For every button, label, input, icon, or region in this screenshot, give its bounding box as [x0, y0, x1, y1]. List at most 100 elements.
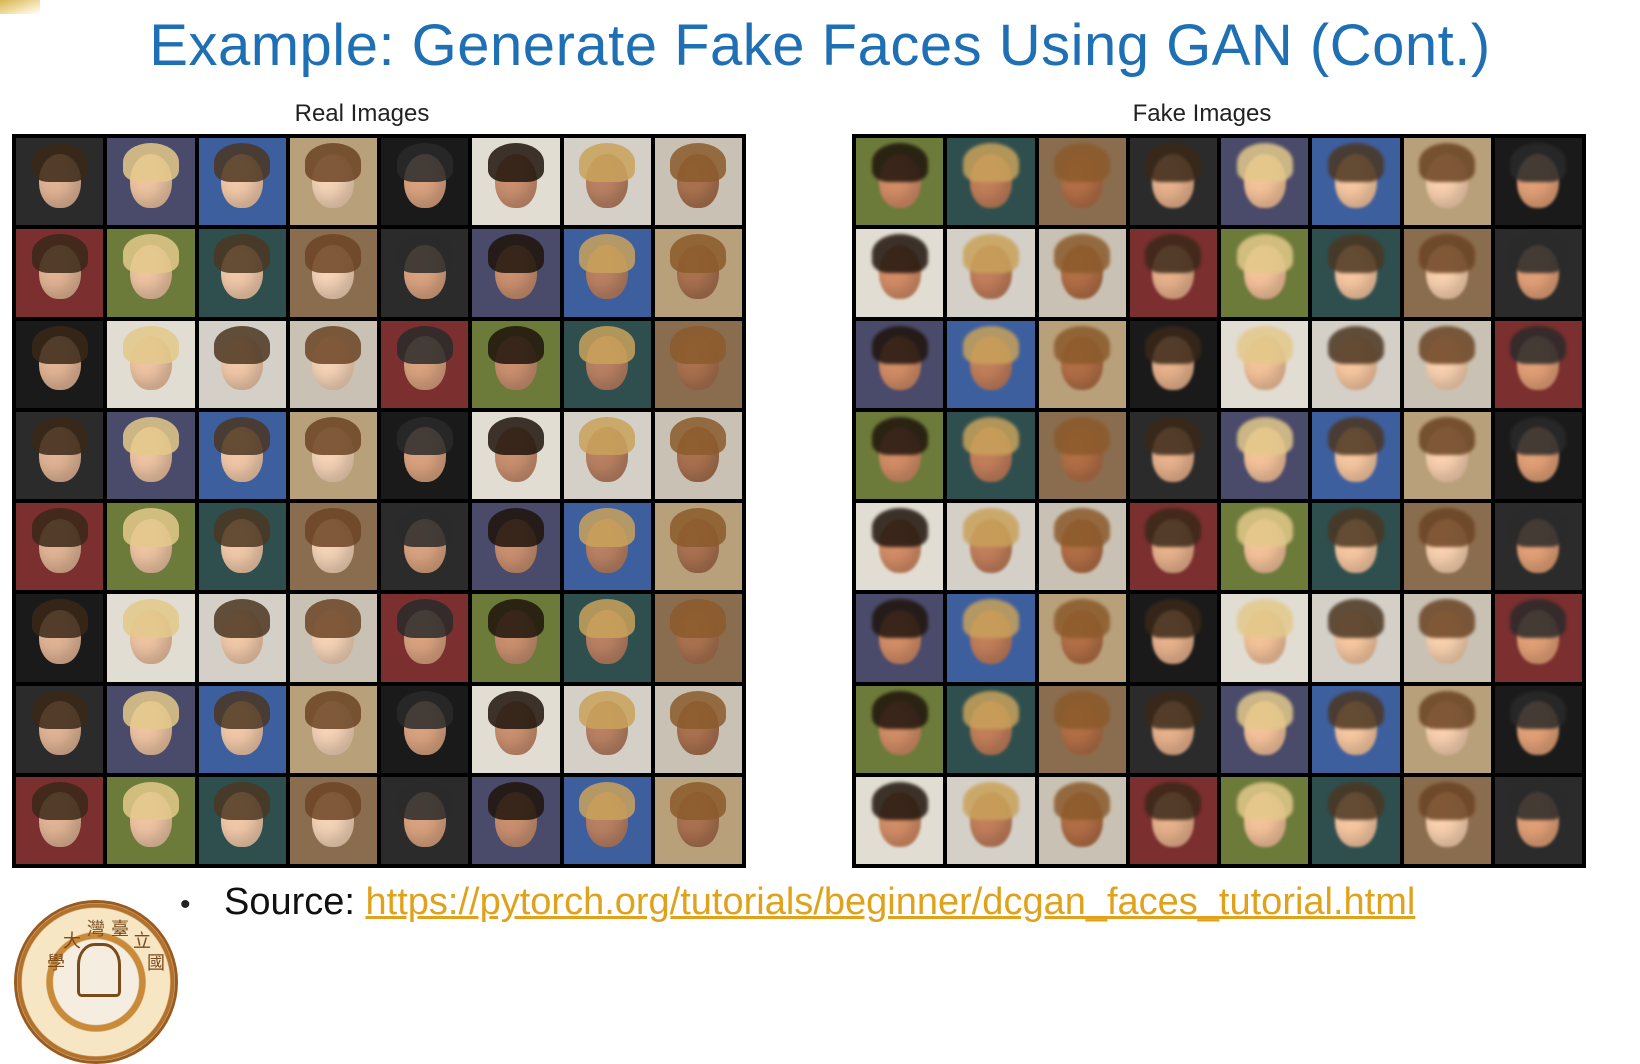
source-label: Source: — [224, 881, 355, 923]
face-thumbnail — [1312, 229, 1400, 317]
face-thumbnail — [1494, 594, 1582, 682]
seal-glyph: 大 — [63, 931, 81, 952]
face-thumbnail — [1403, 685, 1491, 773]
face-thumbnail — [289, 229, 377, 317]
face-thumbnail — [381, 594, 469, 682]
face-thumbnail — [1129, 411, 1217, 499]
face-thumbnail — [856, 685, 944, 773]
face-thumbnail — [654, 320, 742, 408]
face-thumbnail — [1221, 138, 1309, 226]
face-thumbnail — [107, 411, 195, 499]
face-thumbnail — [1494, 776, 1582, 864]
face-thumbnail — [289, 138, 377, 226]
face-thumbnail — [1403, 503, 1491, 591]
face-thumbnail — [16, 594, 104, 682]
face-thumbnail — [1312, 776, 1400, 864]
face-thumbnail — [472, 503, 560, 591]
face-thumbnail — [856, 411, 944, 499]
face-thumbnail — [381, 411, 469, 499]
face-thumbnail — [1038, 776, 1126, 864]
corner-accent — [0, 0, 40, 14]
face-thumbnail — [563, 776, 651, 864]
face-thumbnail — [1038, 138, 1126, 226]
face-thumbnail — [198, 411, 286, 499]
fake-images-grid — [852, 134, 1586, 868]
face-thumbnail — [381, 320, 469, 408]
real-images-title: Real Images — [294, 100, 430, 127]
slide-title: Example: Generate Fake Faces Using GAN (… — [149, 13, 1491, 78]
face-thumbnail — [381, 503, 469, 591]
face-thumbnail — [107, 229, 195, 317]
fake-images-title: Fake Images — [1132, 100, 1272, 127]
face-thumbnail — [381, 685, 469, 773]
face-thumbnail — [16, 138, 104, 226]
face-thumbnail — [947, 503, 1035, 591]
face-thumbnail — [107, 594, 195, 682]
face-thumbnail — [1221, 776, 1309, 864]
face-thumbnail — [856, 138, 944, 226]
face-thumbnail — [947, 411, 1035, 499]
face-thumbnail — [1312, 685, 1400, 773]
face-thumbnail — [1221, 320, 1309, 408]
face-thumbnail — [472, 320, 560, 408]
face-thumbnail — [472, 685, 560, 773]
face-thumbnail — [563, 320, 651, 408]
face-thumbnail — [1312, 594, 1400, 682]
face-thumbnail — [1129, 138, 1217, 226]
face-thumbnail — [654, 138, 742, 226]
face-thumbnail — [472, 594, 560, 682]
face-thumbnail — [472, 229, 560, 317]
face-thumbnail — [1403, 320, 1491, 408]
face-thumbnail — [1038, 503, 1126, 591]
seal-glyph: 國 — [147, 953, 165, 974]
face-thumbnail — [1494, 138, 1582, 226]
face-thumbnail — [1129, 229, 1217, 317]
face-thumbnail — [1403, 594, 1491, 682]
face-thumbnail — [289, 503, 377, 591]
face-thumbnail — [472, 776, 560, 864]
face-thumbnail — [16, 229, 104, 317]
face-thumbnail — [472, 138, 560, 226]
face-thumbnail — [1221, 229, 1309, 317]
face-thumbnail — [1494, 411, 1582, 499]
face-thumbnail — [289, 685, 377, 773]
face-thumbnail — [1038, 594, 1126, 682]
face-thumbnail — [1494, 229, 1582, 317]
face-thumbnail — [107, 776, 195, 864]
face-thumbnail — [1312, 138, 1400, 226]
face-thumbnail — [947, 594, 1035, 682]
face-thumbnail — [1312, 411, 1400, 499]
face-thumbnail — [1129, 594, 1217, 682]
face-thumbnail — [654, 411, 742, 499]
face-thumbnail — [289, 411, 377, 499]
seal-glyph: 臺 — [111, 919, 129, 940]
face-thumbnail — [472, 411, 560, 499]
face-thumbnail — [381, 776, 469, 864]
face-thumbnail — [654, 503, 742, 591]
face-thumbnail — [107, 503, 195, 591]
face-thumbnail — [107, 138, 195, 226]
face-thumbnail — [289, 594, 377, 682]
face-thumbnail — [1038, 229, 1126, 317]
face-thumbnail — [1129, 503, 1217, 591]
face-thumbnail — [654, 229, 742, 317]
face-thumbnail — [1494, 503, 1582, 591]
face-thumbnail — [1129, 685, 1217, 773]
university-seal-logo: 學 大 灣 臺 立 國 — [14, 900, 178, 1064]
seal-glyph: 學 — [47, 953, 65, 974]
source-line: Source: https://pytorch.org/tutorials/be… — [224, 876, 1415, 928]
face-thumbnail — [107, 320, 195, 408]
face-thumbnail — [198, 503, 286, 591]
face-thumbnail — [1403, 411, 1491, 499]
face-thumbnail — [1312, 320, 1400, 408]
face-thumbnail — [1129, 320, 1217, 408]
face-thumbnail — [198, 320, 286, 408]
face-thumbnail — [654, 776, 742, 864]
face-thumbnail — [1221, 685, 1309, 773]
face-thumbnail — [856, 776, 944, 864]
source-link[interactable]: https://pytorch.org/tutorials/beginner/d… — [365, 881, 1416, 923]
face-thumbnail — [1221, 594, 1309, 682]
face-thumbnail — [107, 685, 195, 773]
face-thumbnail — [856, 503, 944, 591]
face-thumbnail — [1038, 320, 1126, 408]
